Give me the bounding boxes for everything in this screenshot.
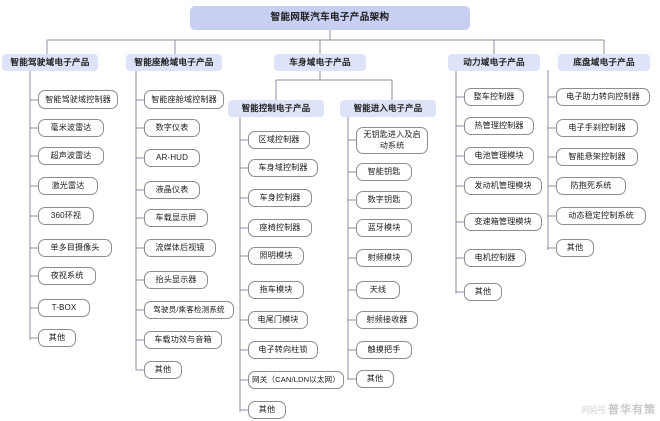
list-item: 电子转向柱锁 — [248, 341, 318, 359]
domain-header-adas: 智能驾驶域电子产品 — [2, 54, 98, 71]
list-item: 激光雷达 — [38, 177, 98, 195]
list-item: T-BOX — [38, 299, 90, 317]
list-item: 发动机管理模块 — [464, 177, 542, 195]
list-item: 拖车模块 — [248, 281, 304, 299]
list-item: 单多目摄像头 — [38, 239, 112, 257]
domain-header-body: 车身域电子产品 — [274, 54, 366, 71]
domain-header-chassis: 底盘域电子产品 — [558, 54, 650, 71]
list-item: 抬头显示器 — [144, 271, 208, 289]
list-item: 智能钥匙 — [356, 163, 412, 181]
list-item: 蓝牙模块 — [356, 219, 412, 237]
list-item: 电子手刹控制器 — [556, 119, 638, 137]
list-item: 车载功效与音箱 — [144, 331, 222, 349]
list-item: 天线 — [356, 281, 400, 299]
list-item: 电机控制器 — [464, 249, 526, 267]
list-item: 智能座舱域控制器 — [144, 90, 224, 109]
list-item: 夜视系统 — [38, 267, 96, 285]
list-item: 车身域控制器 — [248, 159, 318, 177]
list-item: 电子助力转向控制器 — [556, 88, 650, 106]
list-item: 变速箱管理模块 — [464, 213, 542, 231]
root-node: 智能网联汽车电子产品架构 — [190, 6, 470, 30]
list-item: 数字仪表 — [144, 119, 200, 137]
list-item: 车载显示屏 — [144, 209, 208, 227]
list-item: 照明模块 — [248, 247, 304, 265]
list-item: 动态稳定控制系统 — [556, 207, 646, 225]
list-item: 其他 — [356, 370, 394, 388]
list-item: 超声波雷达 — [38, 147, 104, 165]
list-item: 智能悬架控制器 — [556, 148, 638, 166]
list-item: 网关（CAN/LDN以太网） — [248, 371, 344, 389]
domain-header-powertrain: 动力域电子产品 — [448, 54, 540, 71]
list-item: 数字钥匙 — [356, 191, 412, 209]
list-item: 触摸把手 — [356, 341, 412, 359]
list-item: 毫米波雷达 — [38, 119, 104, 137]
list-item: 射频接收器 — [356, 311, 418, 329]
list-item: 电池管理模块 — [464, 147, 534, 165]
list-item: 电尾门模块 — [248, 311, 308, 329]
list-item: 智能驾驶域控制器 — [38, 90, 118, 109]
list-item: 整车控制器 — [464, 88, 524, 106]
watermark: 网易号 普华有策 — [581, 401, 656, 417]
list-item: 区域控制器 — [248, 131, 310, 149]
list-item: 其他 — [464, 283, 502, 301]
watermark-logo: 网易号 — [580, 405, 606, 416]
list-item: 驾驶员/乘客检测系统 — [144, 301, 234, 319]
list-item: 防抱死系统 — [556, 177, 626, 195]
list-item: 360环视 — [38, 207, 94, 225]
list-item: 其他 — [556, 239, 594, 257]
subgroup-header-smart-control: 智能控制电子产品 — [228, 100, 324, 117]
list-item: 其他 — [248, 401, 286, 419]
watermark-text: 普华有策 — [608, 404, 656, 416]
list-item: 射频模块 — [356, 249, 412, 267]
list-item: 热管理控制器 — [464, 117, 534, 135]
list-item: 其他 — [38, 329, 76, 347]
list-item: 座椅控制器 — [248, 219, 312, 237]
list-item: 流媒体后视镜 — [144, 239, 216, 257]
subgroup-header-smart-entry: 智能进入电子产品 — [340, 100, 436, 117]
list-item: 液晶仪表 — [144, 181, 200, 199]
list-item: 其他 — [144, 361, 182, 379]
list-item: 无钥匙进入及启动系统 — [356, 127, 428, 154]
domain-header-cockpit: 智能座舱域电子产品 — [126, 54, 222, 71]
list-item: AR-HUD — [144, 149, 200, 167]
list-item: 车身控制器 — [248, 189, 312, 207]
